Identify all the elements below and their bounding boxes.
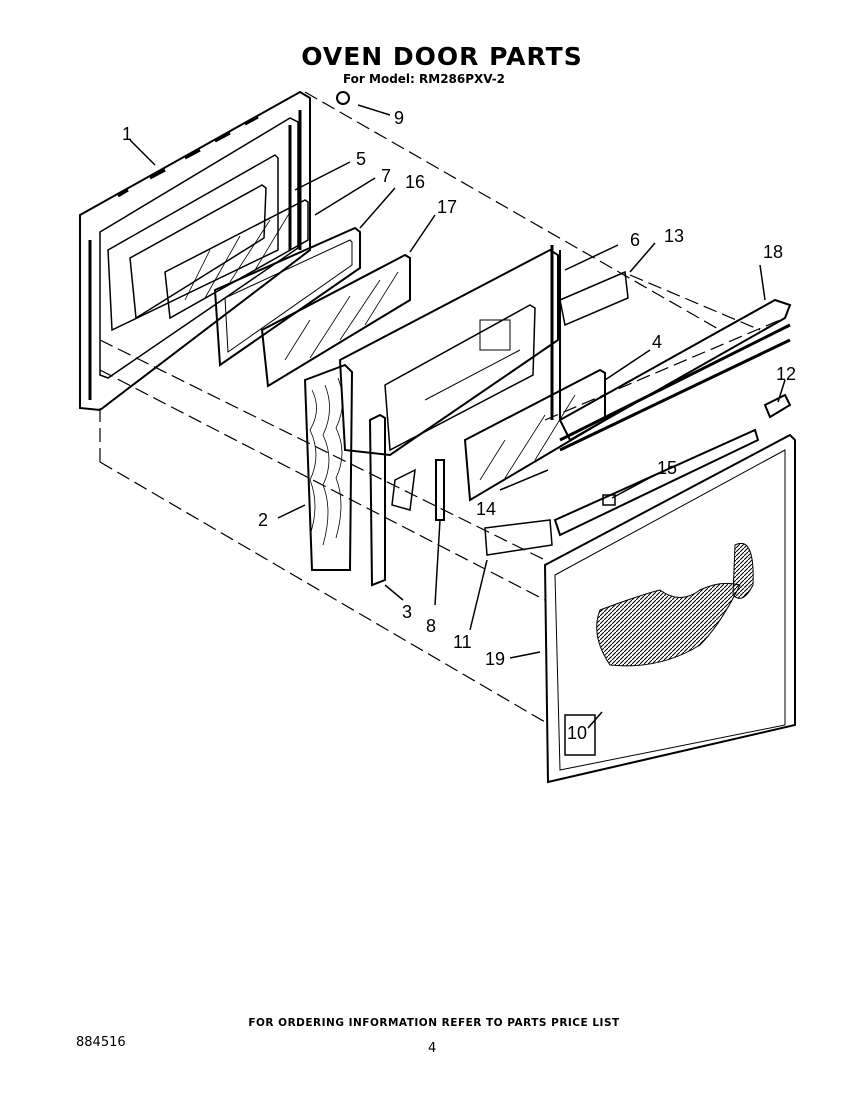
part-front-door-19 <box>543 433 796 784</box>
page-title: OVEN DOOR PARTS <box>301 42 583 71</box>
callout-10: 10 <box>567 723 587 743</box>
part-clip-12 <box>763 393 792 419</box>
part-plate-13 <box>559 270 629 327</box>
part-window-glass-4 <box>463 368 606 502</box>
part-bar-15 <box>553 428 760 537</box>
alignment-lines <box>99 91 781 723</box>
callout-8: 8 <box>426 616 436 636</box>
part-screw-9 <box>336 91 350 105</box>
callout-2: 2 <box>258 510 268 530</box>
callout-19: 19 <box>485 649 505 669</box>
part-inner-door-liner <box>338 248 559 457</box>
part-glass-frame-16 <box>213 226 361 367</box>
callout-1: 1 <box>122 124 132 144</box>
part-strip-11 <box>484 519 553 556</box>
model-subtitle: For Model: RM286PXV-2 <box>342 72 506 86</box>
callout-4: 4 <box>652 332 662 352</box>
part-outer-door-panel <box>79 90 311 412</box>
leader-lines <box>129 104 786 729</box>
callout-labels: 1 2 3 4 5 6 7 8 9 10 11 12 13 14 15 16 1… <box>122 108 796 743</box>
part-clip-14 <box>391 468 416 511</box>
callout-17: 17 <box>437 197 457 217</box>
part-handle-18 <box>558 298 792 452</box>
callout-9: 9 <box>394 108 404 128</box>
callout-3: 3 <box>402 602 412 622</box>
part-inner-glass-5 <box>164 199 309 320</box>
document-number: 884516 <box>76 1035 126 1050</box>
callout-18: 18 <box>763 242 783 262</box>
ordering-information-note: FOR ORDERING INFORMATION REFER TO PARTS … <box>248 1017 620 1029</box>
part-glass-panel-17 <box>260 253 411 388</box>
part-side-channel-3 <box>368 413 386 587</box>
page-number: 4 <box>428 1041 437 1056</box>
callout-11: 11 <box>453 632 472 652</box>
part-bracket-8 <box>435 459 445 521</box>
callout-5: 5 <box>356 149 366 169</box>
callout-7: 7 <box>381 166 391 186</box>
callout-16: 16 <box>405 172 425 192</box>
callout-12: 12 <box>776 364 796 384</box>
callout-14: 14 <box>476 499 496 519</box>
callout-6: 6 <box>630 230 640 250</box>
part-insulation-2 <box>303 363 354 571</box>
callout-13: 13 <box>664 226 684 246</box>
callout-15: 15 <box>657 458 677 478</box>
